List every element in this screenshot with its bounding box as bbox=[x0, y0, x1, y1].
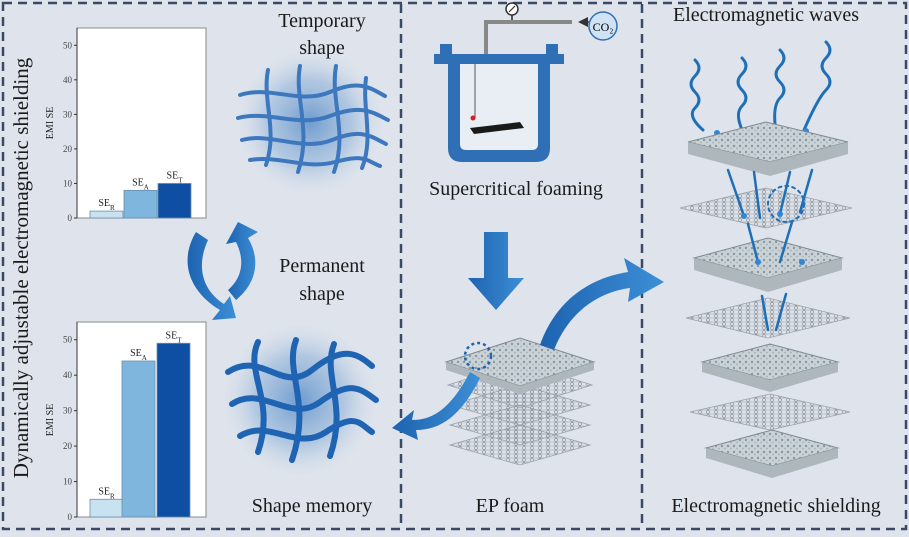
bar-se-t bbox=[157, 183, 192, 219]
supercritical-foaming-label: Supercritical foaming bbox=[429, 178, 603, 200]
chart-bottom-ylabel: EMI SE bbox=[45, 404, 56, 437]
temporary-shape-label-1: Temporary bbox=[278, 10, 365, 32]
y-tick-label: 20 bbox=[63, 441, 73, 451]
electromagnetic-waves-label: Electromagnetic waves bbox=[673, 4, 859, 26]
vessel-lid bbox=[434, 54, 564, 64]
bar-label: SEA bbox=[132, 177, 149, 191]
co2-cylinder-icon bbox=[588, 11, 618, 41]
y-tick-label: 30 bbox=[63, 109, 73, 119]
shielding-stack bbox=[679, 121, 853, 478]
bar-se-a bbox=[123, 189, 158, 219]
permanent-shape-label-1: Permanent bbox=[279, 255, 365, 277]
arrow-right-icon bbox=[540, 258, 664, 350]
y-tick-label: 0 bbox=[68, 512, 73, 522]
permanent-shape-label-2: shape bbox=[299, 283, 345, 305]
arrow-left-icon bbox=[392, 372, 480, 440]
sample-block bbox=[470, 122, 524, 134]
incoming-waves bbox=[689, 40, 832, 136]
shape-cycle-arrows bbox=[187, 222, 258, 320]
ep-foam-label: EP foam bbox=[476, 495, 545, 517]
y-tick-label: 0 bbox=[68, 213, 73, 223]
y-tick-label: 50 bbox=[63, 335, 73, 345]
wave-icon bbox=[773, 48, 786, 134]
bar-se-r bbox=[89, 210, 124, 219]
wave-icon bbox=[736, 56, 748, 136]
temporary-shape-label-2: shape bbox=[299, 37, 345, 59]
internal-reflections bbox=[726, 168, 814, 332]
bar-label: SEA bbox=[130, 348, 147, 362]
chart-top-ylabel: EMI SE bbox=[45, 107, 56, 140]
foaming-vessel: CO₂ bbox=[434, 2, 618, 162]
ep-foam-stack bbox=[444, 337, 596, 466]
bar-se-r bbox=[89, 498, 124, 518]
permanent-shape-network bbox=[218, 318, 382, 482]
y-tick-label: 40 bbox=[63, 370, 73, 380]
shape-memory-label: Shape memory bbox=[252, 495, 373, 517]
y-tick-label: 30 bbox=[63, 406, 73, 416]
bar-label: SET bbox=[166, 330, 183, 344]
bar-se-a bbox=[121, 360, 156, 518]
arrow-down-icon bbox=[187, 232, 236, 320]
y-tick-label: 10 bbox=[63, 178, 73, 188]
y-tick-label: 40 bbox=[63, 75, 73, 85]
bar-label: SER bbox=[98, 486, 115, 500]
y-tick-label: 50 bbox=[63, 40, 73, 50]
arrow-up-icon bbox=[226, 222, 258, 300]
temporary-shape-network bbox=[232, 44, 390, 200]
electromagnetic-shielding-label: Electromagnetic shielding bbox=[671, 495, 880, 517]
bar-se-t bbox=[156, 342, 191, 518]
y-tick-label: 10 bbox=[63, 477, 73, 487]
wave-icon bbox=[802, 40, 832, 132]
arrow-down-icon bbox=[468, 232, 524, 310]
zoom-circle bbox=[463, 341, 493, 371]
co2-label: CO₂ bbox=[593, 20, 614, 34]
y-tick-label: 20 bbox=[63, 144, 73, 154]
bar-label: SER bbox=[98, 198, 115, 212]
bar-label: SET bbox=[167, 170, 184, 184]
vertical-title: Dynamically adjustable electromagnetic s… bbox=[9, 57, 33, 478]
wave-icon bbox=[689, 58, 705, 132]
